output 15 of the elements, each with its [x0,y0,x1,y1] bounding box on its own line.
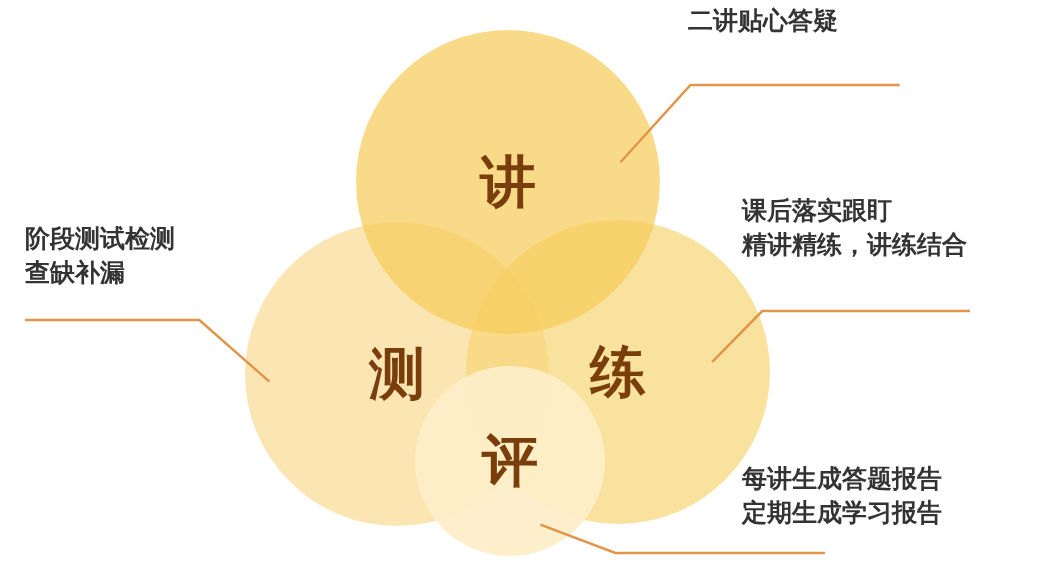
leader-line [711,309,970,363]
circle-label: 讲 [480,154,536,210]
annotation-text: 每讲生成答题报告 [742,463,942,495]
annotation-text: 课后落实跟盯 [742,195,892,227]
annotation-text: 二讲贴心答疑 [688,5,838,37]
leader-line [619,83,900,164]
circle-label: 测 [369,346,425,402]
annotation-text: 定期生成学习报告 [742,497,942,529]
annotation-text: 查缺补漏 [25,257,125,289]
leader-line [539,523,825,555]
circle-label: 评 [482,433,538,489]
annotation-text: 阶段测试检测 [25,223,175,255]
circle-label: 练 [590,344,646,400]
annotation-text: 精讲精练，讲练结合 [742,229,967,261]
leader-line [25,318,271,383]
